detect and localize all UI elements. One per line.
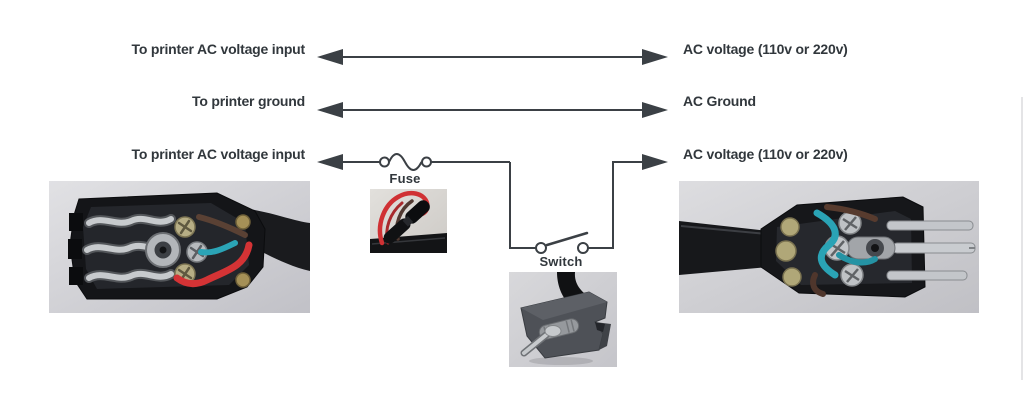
wires [173,214,253,288]
photo-inline-fuse [370,189,447,253]
label-right-row1: AC voltage (110v or 220v) [683,41,848,57]
shadow [529,357,593,365]
label-right-row2: AC Ground [683,93,756,109]
slot-1 [69,213,83,231]
switch-terminal-left [535,242,547,254]
page-edge-line [1021,97,1023,380]
photo-toggle-switch [509,272,617,367]
switch-label: Switch [539,254,583,269]
fuse-terminal-right [421,156,432,168]
fuse-label: Fuse [389,171,421,186]
arrowhead-left-row3 [317,154,343,170]
label-left-row2: To printer ground [192,93,305,109]
switch-terminal-right [577,242,589,254]
fuse-terminal-left [379,156,390,168]
label-left-row1: To printer AC voltage input [131,41,306,57]
clamp-screws [775,217,802,287]
prongs [886,220,976,281]
cable-sheen [680,225,768,235]
arrow-row-3 [317,153,668,254]
slot-3 [69,267,83,285]
bracket-top-face [521,292,607,320]
wire-drop-to-switch [509,162,536,249]
wires [810,204,878,297]
mounting-nut [544,325,562,337]
label-left-row3: To printer AC voltage input [131,146,306,162]
arrow-row-2 [317,102,668,118]
label-right-row3: AC voltage (110v or 220v) [683,146,848,162]
switch-symbol [535,231,589,254]
photo-ac-inlet-connector [49,181,310,313]
cable [679,221,769,275]
arrowhead-right-row1 [642,49,668,65]
switch-lever [545,231,589,247]
arrowhead-left-row1 [317,49,343,65]
fuse-symbol [379,153,432,171]
fuse-holder [383,200,430,244]
bracket-hook [595,322,611,350]
clamp-screws [235,214,251,288]
hook-notch [595,322,605,332]
photo-ac-plug-open [679,181,979,313]
ground-ring [145,232,181,268]
ground-ring-center [871,244,879,252]
arrowhead-right-row3 [642,154,668,170]
wire-switch-to-arrow [588,161,643,249]
slot-2 [68,239,82,259]
arrowhead-left-row2 [317,102,343,118]
arrow-row-1 [317,49,668,65]
fuse-wave [388,153,423,171]
arrowhead-right-row2 [642,102,668,118]
